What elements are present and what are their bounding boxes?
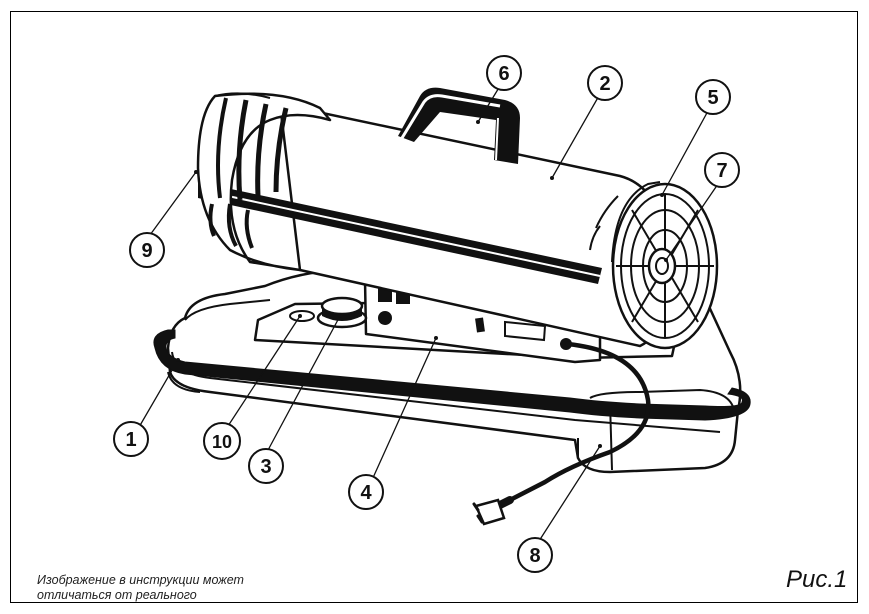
callout-9: 9 xyxy=(129,232,165,268)
svg-text:1: 1 xyxy=(125,429,136,451)
callout-1: 1 xyxy=(113,421,149,457)
caption-line-2: отличаться от реального xyxy=(37,588,197,602)
figure-label: Рис.1 xyxy=(786,566,848,593)
svg-text:9: 9 xyxy=(141,240,152,262)
callout-8: 8 xyxy=(517,537,553,573)
svg-text:6: 6 xyxy=(498,63,509,85)
body-casing xyxy=(196,92,672,348)
carry-handle xyxy=(398,87,520,164)
caption-line-1: Изображение в инструкции может xyxy=(37,573,244,587)
svg-text:7: 7 xyxy=(716,160,727,182)
callout-5: 5 xyxy=(695,79,731,115)
svg-text:8: 8 xyxy=(529,545,540,567)
callout-6: 6 xyxy=(486,55,522,91)
svg-text:4: 4 xyxy=(360,482,372,504)
svg-text:10: 10 xyxy=(212,432,232,452)
callout-4: 4 xyxy=(348,474,384,510)
disclaimer-caption: Изображение в инструкции может отличатьс… xyxy=(37,573,367,603)
svg-text:5: 5 xyxy=(707,87,718,109)
power-cord xyxy=(472,341,651,526)
callout-2: 2 xyxy=(587,65,623,101)
svg-text:2: 2 xyxy=(599,73,610,95)
thermostat-knob xyxy=(316,296,368,329)
callout-3: 3 xyxy=(248,448,284,484)
leader-lines xyxy=(134,85,719,542)
callout-7: 7 xyxy=(704,152,740,188)
figure-frame xyxy=(10,11,858,603)
motor-hub xyxy=(647,247,677,285)
callout-10: 10 xyxy=(203,422,241,460)
svg-text:3: 3 xyxy=(260,456,271,478)
